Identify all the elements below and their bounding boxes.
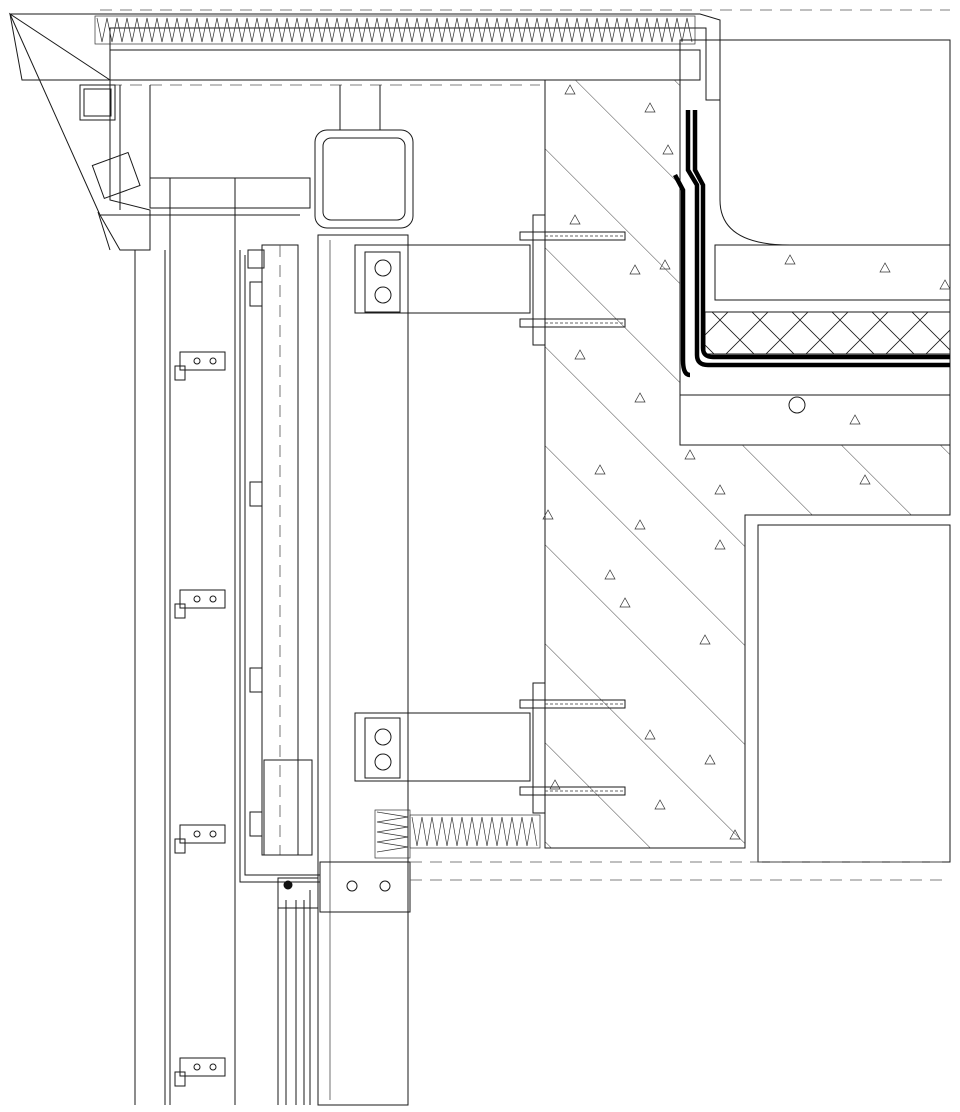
aggregate-mark <box>619 597 631 608</box>
aggregate-mark <box>662 144 674 155</box>
anchor-bolt <box>519 231 626 241</box>
aggregate-mark <box>569 214 581 225</box>
panel-bracket <box>174 824 226 854</box>
aggregate-mark <box>654 799 666 810</box>
frame-clips <box>247 249 265 837</box>
concrete-wall <box>544 79 951 849</box>
aggregate-mark <box>939 279 951 290</box>
bottom-reference-lines <box>410 861 950 881</box>
panel-brackets <box>174 351 226 1087</box>
top-insulation <box>94 15 696 45</box>
aggregate-mark <box>729 829 741 840</box>
concrete-aggregate-marks <box>542 84 951 840</box>
aggregate-mark <box>684 449 696 460</box>
aggregate-mark <box>714 484 726 495</box>
membrane <box>673 110 950 378</box>
interior-opening <box>757 524 951 863</box>
aggregate-mark <box>564 84 576 95</box>
aggregate-mark <box>879 262 891 273</box>
anchor-bolt <box>519 699 626 709</box>
panel-bracket <box>174 351 226 381</box>
panel-bracket <box>174 1057 226 1087</box>
aggregate-mark <box>784 254 796 265</box>
aggregate-mark <box>634 519 646 530</box>
aggregate-mark <box>594 464 606 475</box>
parapet-coping <box>8 12 721 251</box>
secondary-frame <box>239 244 320 883</box>
aggregate-mark <box>859 474 871 485</box>
aggregate-mark <box>644 102 656 113</box>
aggregate-mark <box>549 779 561 790</box>
aggregate-mark <box>634 392 646 403</box>
upper-bolt-plate <box>354 214 546 346</box>
aggregate-mark <box>542 509 554 520</box>
lower-bolt-plate <box>354 682 546 814</box>
anchor-bolt <box>519 786 626 796</box>
facade-panel <box>134 178 236 1105</box>
anchor-bolt <box>519 318 626 328</box>
roof-slab <box>679 39 951 446</box>
aggregate-mark <box>849 414 861 425</box>
window-transom <box>277 861 411 1105</box>
mullion-column <box>317 234 409 1106</box>
aggregate-mark <box>644 729 656 740</box>
panel-bracket <box>174 589 226 619</box>
aggregate-mark <box>714 539 726 550</box>
aggregate-mark <box>629 264 641 275</box>
aggregate-mark <box>704 754 716 765</box>
lower-insulation <box>374 809 541 859</box>
aggregate-mark <box>604 569 616 580</box>
aggregate-mark <box>699 634 711 645</box>
aggregate-mark <box>659 259 671 270</box>
anchor-bolts <box>519 231 626 796</box>
aggregate-mark <box>574 349 586 360</box>
upper-steel-frame <box>79 84 414 229</box>
